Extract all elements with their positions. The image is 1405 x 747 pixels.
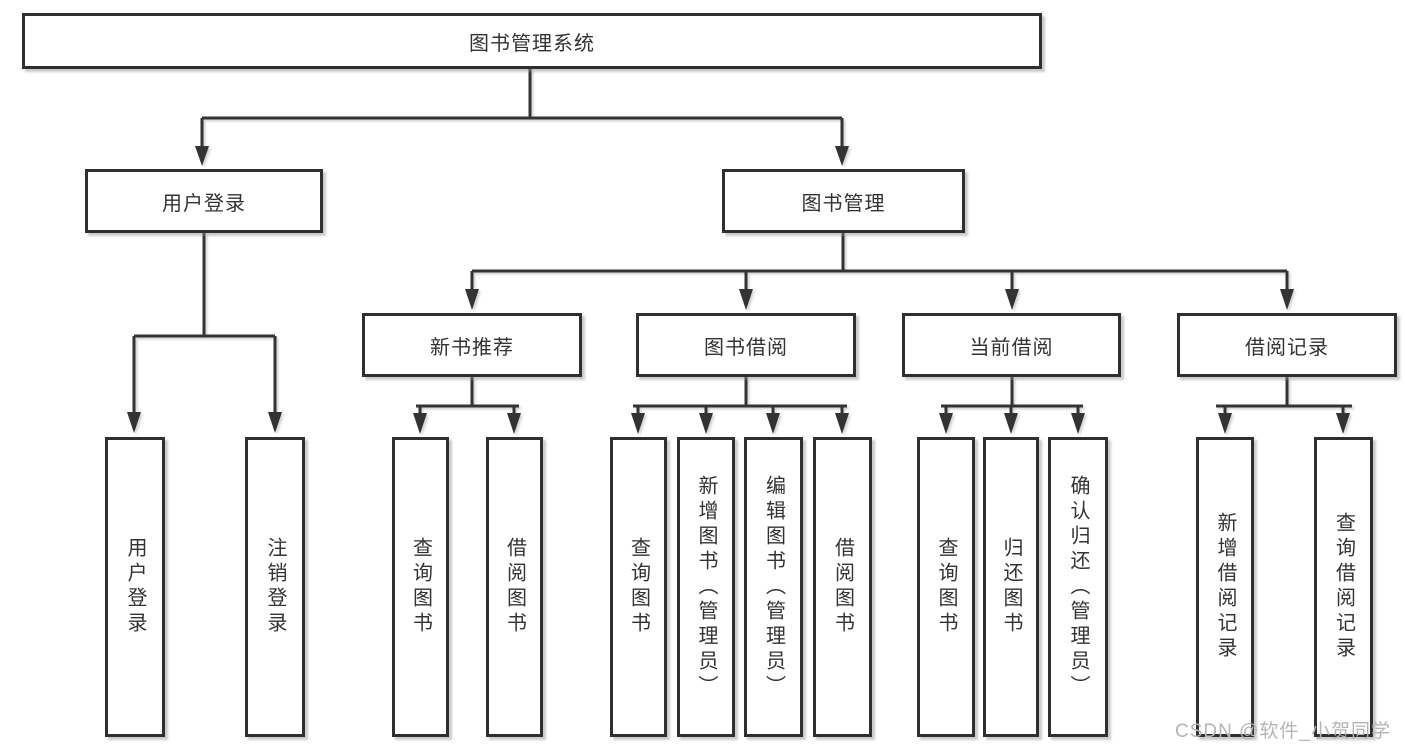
node-label: 查询借阅记录 (1332, 512, 1355, 662)
node-new-book-recommend: 新书推荐 (362, 313, 582, 377)
connector-borrow-records-to-leaves (1216, 377, 1352, 434)
connector-new-book-recommend-to-leaves (413, 377, 521, 434)
arrowhead-icon (739, 289, 753, 310)
node-label: 新书推荐 (430, 336, 514, 359)
connector-user-login-to-leaves (127, 233, 282, 433)
node-label: 用户登录 (162, 192, 246, 215)
arrowhead-icon (1218, 413, 1232, 434)
arrowhead-icon (195, 146, 209, 166)
leaf-confirm-return-admin: 确认归还（管理员） (1048, 437, 1108, 737)
leaf-borrow-books-recommend: 借阅图书 (486, 437, 543, 737)
node-label: 编辑图书（管理员） (762, 474, 785, 700)
arrowhead-icon (1071, 413, 1085, 434)
leaf-return-books: 归还图书 (983, 437, 1039, 737)
arrowhead-icon (1336, 413, 1350, 434)
node-current-borrow: 当前借阅 (902, 313, 1121, 377)
arrowhead-icon (1280, 289, 1294, 310)
node-label: 注销登录 (264, 537, 286, 637)
node-label: 借阅图书 (503, 537, 526, 637)
node-user-login: 用户登录 (85, 169, 323, 233)
node-label: 查询图书 (627, 537, 650, 637)
node-label: 借阅记录 (1245, 336, 1329, 359)
node-label: 当前借阅 (969, 336, 1054, 359)
node-root-system: 图书管理系统 (22, 13, 1042, 69)
node-label: 图书管理系统 (469, 32, 595, 55)
node-label: 借阅图书 (831, 537, 854, 637)
leaf-add-borrow-record: 新增借阅记录 (1196, 437, 1254, 737)
connector-root-to-level2 (195, 69, 849, 166)
arrowhead-icon (835, 413, 849, 434)
arrowhead-icon (1004, 413, 1018, 434)
node-label: 新增图书（管理员） (695, 474, 717, 700)
leaf-edit-books-admin: 编辑图书（管理员） (744, 437, 803, 737)
arrowhead-icon (507, 413, 521, 434)
leaf-query-books-recommend: 查询图书 (392, 437, 449, 737)
arrowhead-icon (835, 146, 849, 166)
arrowhead-icon (939, 413, 953, 434)
node-label: 新增借阅记录 (1214, 512, 1236, 662)
leaf-user-login: 用户登录 (105, 437, 165, 737)
leaf-query-books-borrow: 查询图书 (610, 437, 667, 737)
arrowhead-icon (699, 413, 713, 434)
node-borrow-records: 借阅记录 (1177, 313, 1397, 377)
connector-book-borrow-to-leaves (631, 377, 849, 434)
arrowhead-icon (766, 413, 780, 434)
arrowhead-icon (1005, 289, 1019, 310)
node-label: 查询图书 (935, 537, 957, 637)
arrowhead-icon (465, 289, 479, 310)
node-book-borrow: 图书借阅 (636, 313, 856, 377)
node-book-management: 图书管理 (722, 169, 965, 233)
connector-book-management-to-level3 (465, 233, 1294, 310)
node-label: 图书借阅 (704, 336, 788, 359)
leaf-add-books-admin: 新增图书（管理员） (677, 437, 735, 737)
node-label: 用户登录 (124, 537, 146, 637)
node-label: 查询图书 (409, 537, 432, 637)
leaf-query-borrow-record: 查询借阅记录 (1314, 437, 1373, 737)
node-label: 归还图书 (1000, 537, 1022, 637)
arrowhead-icon (413, 413, 427, 434)
arrowhead-icon (127, 412, 141, 433)
csdn-watermark: CSDN @软件_小贺同学 (1175, 721, 1391, 742)
arrowhead-icon (631, 413, 645, 434)
arrowhead-icon (268, 412, 282, 433)
leaf-query-books-current: 查询图书 (917, 437, 975, 737)
node-label: 图书管理 (801, 192, 886, 215)
leaf-borrow-books: 借阅图书 (813, 437, 872, 737)
node-label: 确认归还（管理员） (1067, 474, 1089, 700)
leaf-logout: 注销登录 (245, 437, 305, 737)
connector-current-borrow-to-leaves (939, 377, 1085, 434)
